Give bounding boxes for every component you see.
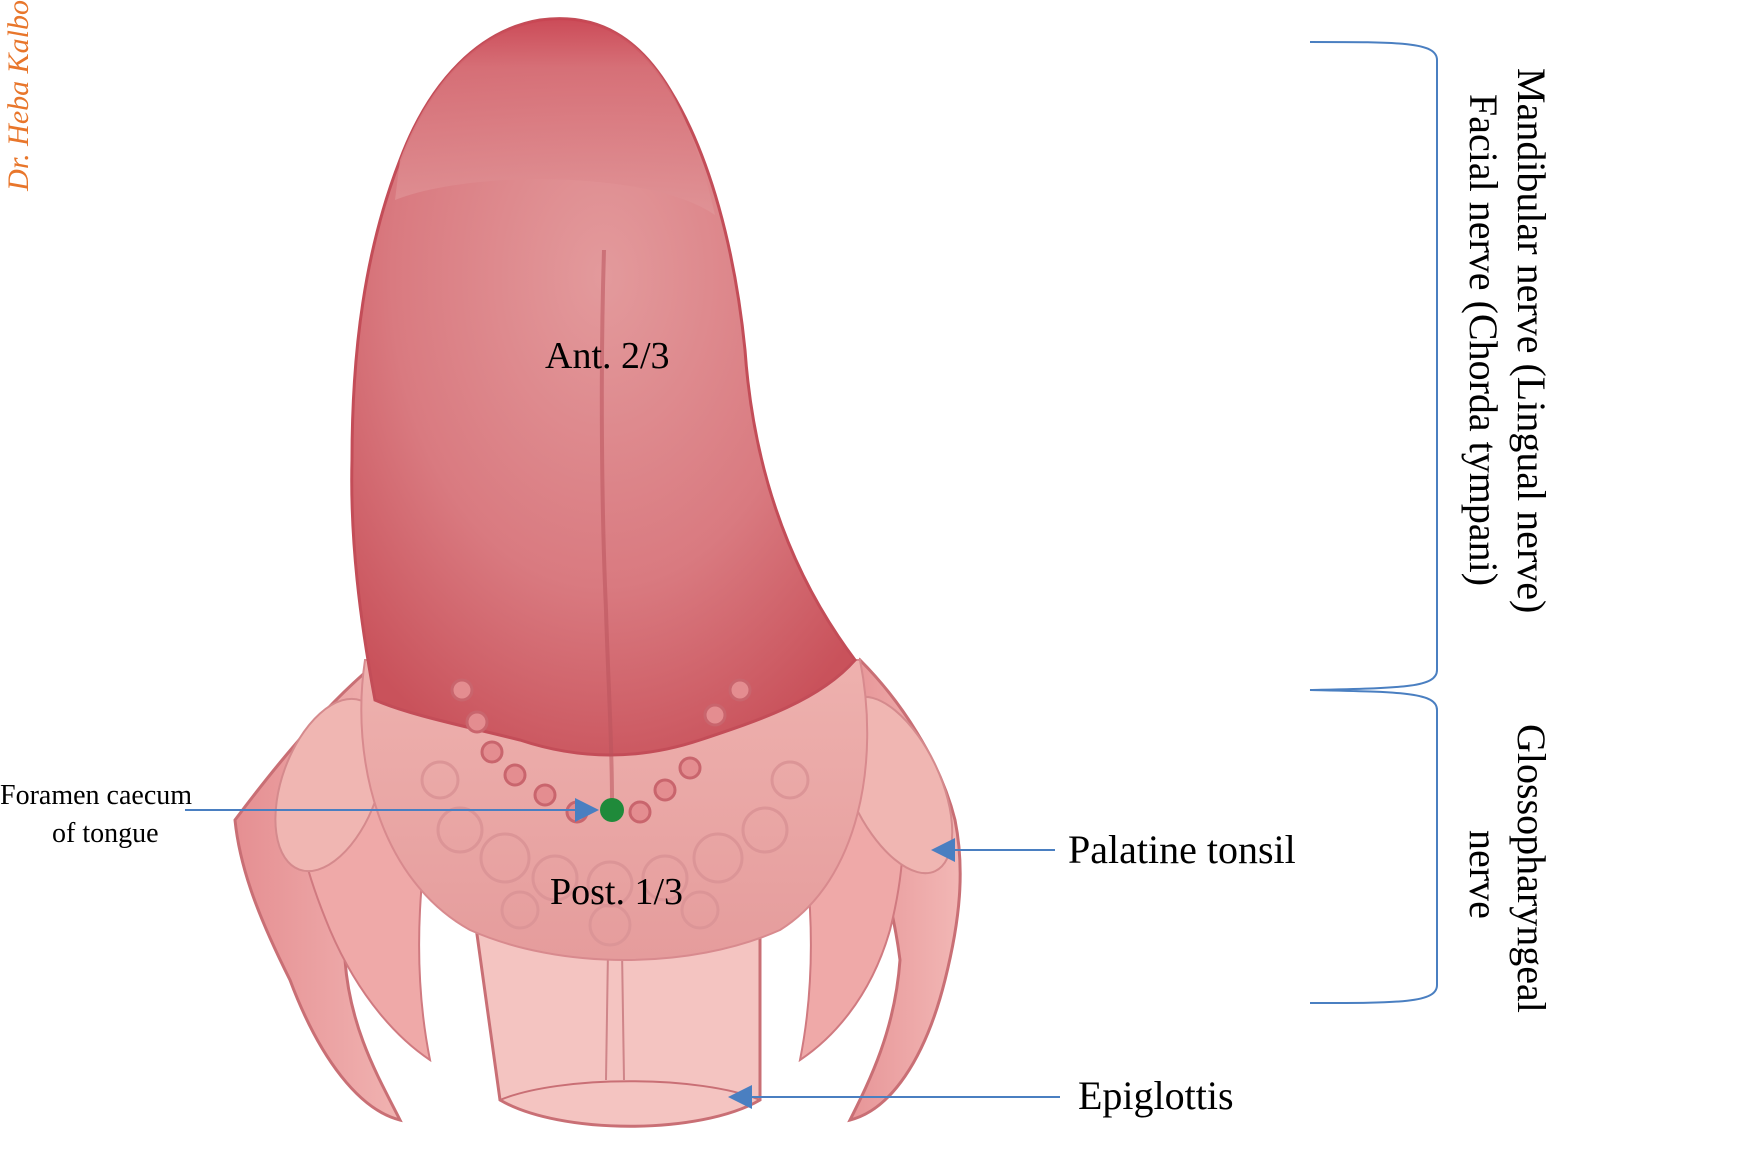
nerve-posterior-line1: Glossopharyngeal <box>1508 724 1555 1013</box>
nerve-anterior-line1: Mandibular nerve (Lingual nerve) <box>1508 68 1555 613</box>
label-posterior: Post. 1/3 <box>550 870 683 914</box>
label-foramen-line2: of tongue <box>52 818 159 850</box>
label-foramen-line1: Foramen caecum <box>0 780 192 812</box>
nerve-brace <box>1310 42 1437 1003</box>
label-epiglottis: Epiglottis <box>1078 1072 1234 1119</box>
foramen-caecum-dot <box>600 798 624 822</box>
label-palatine-tonsil: Palatine tonsil <box>1068 826 1296 873</box>
nerve-anterior-line2: Facial nerve (Chorda tympani) <box>1460 94 1507 586</box>
label-anterior: Ant. 2/3 <box>545 334 670 378</box>
nerve-posterior-line2: nerve <box>1460 830 1507 919</box>
